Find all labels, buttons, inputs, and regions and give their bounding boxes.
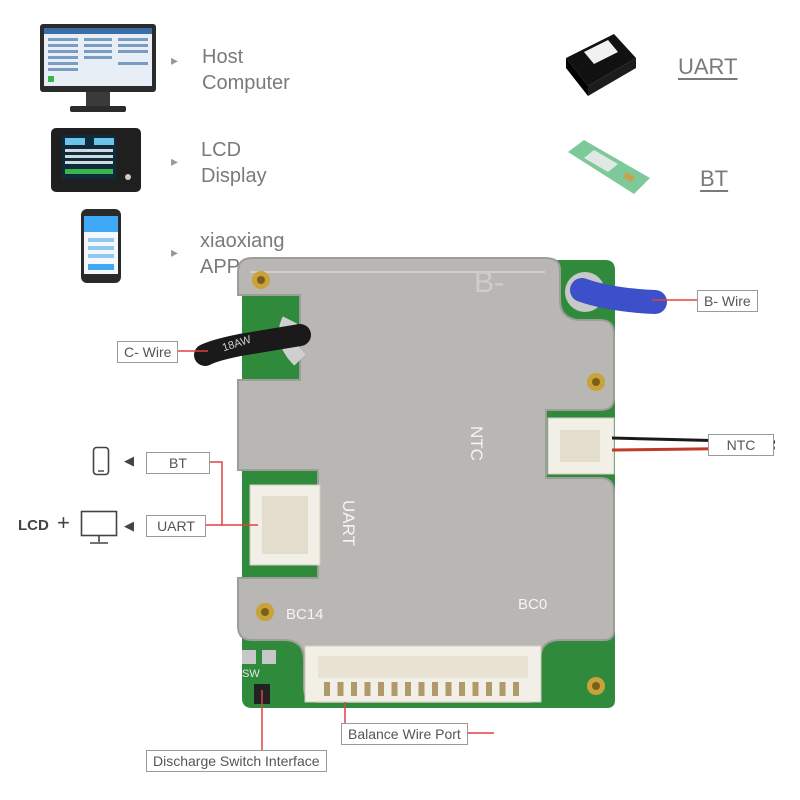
host-computer-row: ▸ Host Computer — [38, 22, 318, 117]
silk-sw: SW — [242, 668, 260, 680]
balance-pin — [405, 682, 411, 696]
host-computer-label: Host Computer — [202, 44, 290, 96]
callout-ntc: NTC — [708, 434, 774, 456]
balance-pin — [391, 682, 398, 696]
balance-pin — [432, 682, 438, 696]
callout-balance-wire-port: Balance Wire Port — [341, 723, 468, 745]
callout-b-minus-wire: B- Wire — [697, 290, 758, 312]
silk-b-minus: B- — [474, 266, 504, 299]
label-line: Computer — [202, 72, 290, 94]
lcd-label: LCD — [18, 517, 49, 534]
chevron-right-icon: ▸ — [171, 52, 179, 68]
chevron-right-icon: ▸ — [171, 244, 179, 260]
smartphone-icon — [81, 209, 121, 283]
balance-pin — [418, 682, 425, 696]
xiaoxiang-app-label: xiaoxiang APP — [200, 228, 285, 280]
chevron-right-icon: ▸ — [171, 153, 179, 169]
plus-icon: + — [57, 510, 70, 535]
screws — [252, 271, 605, 695]
bluetooth-module-icon — [568, 140, 650, 194]
balance-pin — [364, 682, 371, 696]
uart-module-icon — [566, 34, 636, 96]
monitor-outline-icon — [80, 510, 118, 544]
bt-module-label: BT — [700, 166, 729, 191]
callout-bt: BT — [146, 452, 210, 474]
phone-outline-icon — [92, 446, 110, 476]
balance-pin — [324, 682, 330, 696]
balance-pin — [499, 682, 506, 696]
xiaoxiang-app-row: ▸ xiaoxiang APP — [80, 208, 320, 288]
lcd-display-icon — [51, 128, 141, 192]
label-line: xiaoxiang — [200, 230, 285, 252]
label-line: APP — [200, 256, 241, 278]
silk-bc0: BC0 — [518, 596, 548, 613]
label-line: LCD — [201, 139, 242, 161]
callout-discharge-switch-interface: Discharge Switch Interface — [146, 750, 327, 772]
silk-bc14: BC14 — [286, 606, 324, 623]
arrow-left-icon: ◀ — [124, 453, 134, 468]
lcd-display-label: LCD Display — [201, 137, 267, 189]
balance-pin — [459, 682, 465, 696]
balance-pin — [351, 682, 357, 696]
metal-plate — [237, 257, 615, 703]
arrow-left-icon: ◀ — [124, 518, 134, 533]
callout-uart: UART — [146, 515, 206, 537]
label-line: Display — [201, 165, 267, 187]
monitor-icon — [40, 24, 156, 112]
balance-pin — [337, 682, 344, 696]
label-line: Host — [202, 46, 244, 68]
lcd-display-row: ▸ LCD Display — [50, 127, 330, 197]
balance-pins — [324, 682, 519, 696]
balance-pin — [445, 682, 452, 696]
callout-c-minus-wire: C- Wire — [117, 341, 179, 363]
balance-pin — [486, 682, 492, 696]
balance-pin — [472, 682, 479, 696]
balance-pin — [513, 682, 519, 696]
balance-pin — [378, 682, 384, 696]
uart-module-label: UART — [678, 54, 738, 79]
